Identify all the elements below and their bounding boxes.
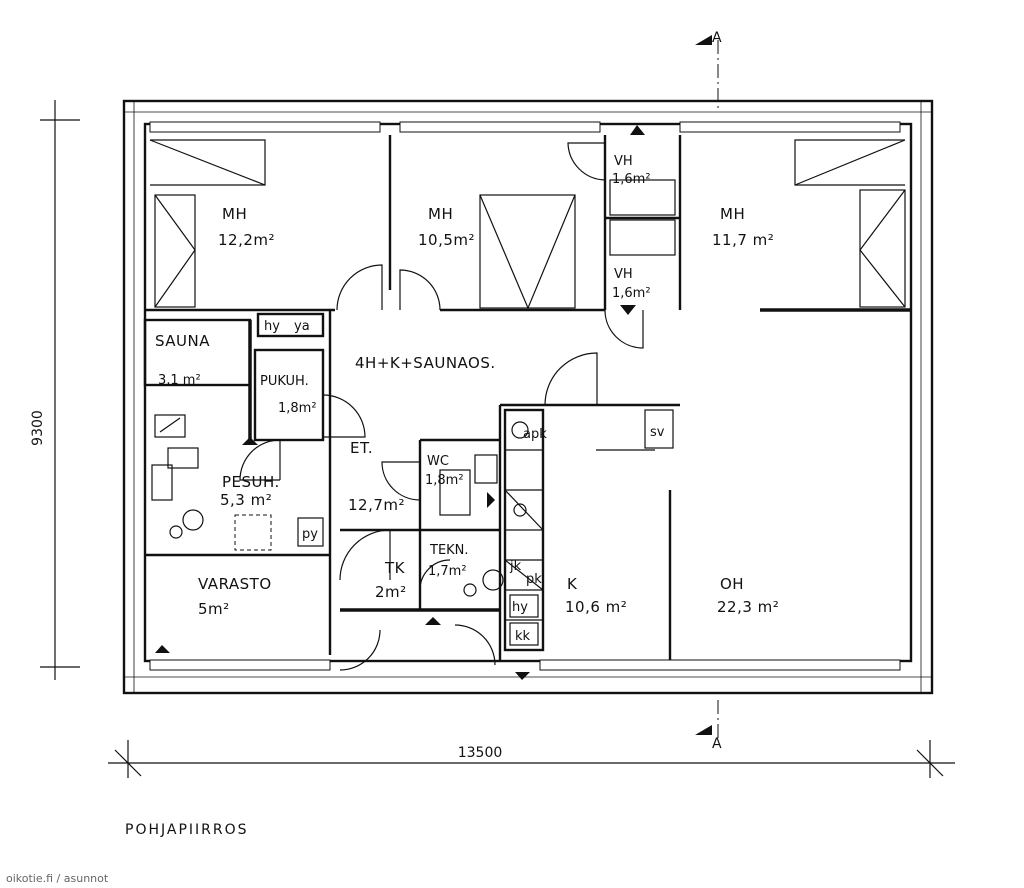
room-sauna-area: 3,1 m²	[158, 373, 201, 388]
dimension-width: 13500	[458, 745, 503, 761]
kitchen-counter	[503, 408, 674, 652]
bathroom-fixtures	[151, 414, 504, 597]
fixture-kk: kk	[515, 629, 531, 644]
room-mh1-area: 12,2m²	[218, 231, 275, 249]
room-mh1-name: MH	[222, 205, 247, 223]
room-oh-area: 22,3 m²	[717, 598, 779, 616]
room-tk-area: 2m²	[375, 583, 407, 601]
room-mh3-name: MH	[720, 205, 745, 223]
watermark: oikotie.fi / asunnot	[6, 872, 109, 885]
fixture-hy-pukuh: hy	[264, 319, 280, 334]
room-et-area: 12,7m²	[348, 496, 405, 514]
room-et-name: ET.	[350, 439, 373, 457]
room-tekn-name: TEKN.	[429, 543, 469, 558]
section-marker-top: A	[712, 30, 722, 46]
room-varasto-name: VARASTO	[198, 575, 272, 593]
fixture-py: py	[302, 527, 318, 542]
fixture-apk: apk	[523, 427, 547, 442]
fixture-sv: sv	[650, 425, 665, 440]
room-vh1-name: VH	[614, 154, 633, 169]
fixture-ya-pukuh: ya	[294, 319, 310, 334]
dimension-lines	[40, 100, 955, 778]
room-vh2-name: VH	[614, 267, 633, 282]
interior-walls	[143, 135, 911, 660]
room-wc-name: WC	[427, 454, 449, 469]
room-vh1-area: 1,6m²	[612, 172, 651, 187]
section-marker-bottom: A	[712, 736, 722, 752]
fixture-jk: jk	[509, 559, 522, 574]
room-pukuh-name: PUKUH.	[260, 374, 309, 389]
room-tekn-area: 1,7m²	[428, 564, 467, 579]
room-tk-name: TK	[384, 559, 406, 577]
room-wc-area: 1,8m²	[425, 473, 464, 488]
fixture-hy-kitchen: hy	[512, 600, 528, 615]
plan-title: POHJAPIIRROS	[125, 822, 249, 838]
room-pesuh-area: 5,3 m²	[220, 491, 272, 509]
room-k-area: 10,6 m²	[565, 598, 627, 616]
exterior-walls	[122, 99, 934, 695]
room-mh3-area: 11,7 m²	[712, 231, 774, 249]
room-k-name: K	[567, 575, 578, 593]
apartment-type-label: 4H+K+SAUNAOS.	[355, 354, 496, 372]
section-markers	[155, 35, 719, 740]
doors	[239, 142, 644, 671]
wardrobe-symbols	[149, 139, 906, 310]
room-pesuh-name: PESUH.	[222, 473, 280, 491]
room-pukuh-area: 1,8m²	[278, 401, 317, 416]
room-mh2-area: 10,5m²	[418, 231, 475, 249]
room-vh2-area: 1,6m²	[612, 286, 651, 301]
fixture-pk: pk	[526, 572, 542, 587]
room-mh2-name: MH	[428, 205, 453, 223]
room-varasto-area: 5m²	[198, 600, 230, 618]
dimension-height: 9300	[30, 410, 46, 446]
room-sauna-name: SAUNA	[155, 332, 210, 350]
room-oh-name: OH	[720, 575, 744, 593]
